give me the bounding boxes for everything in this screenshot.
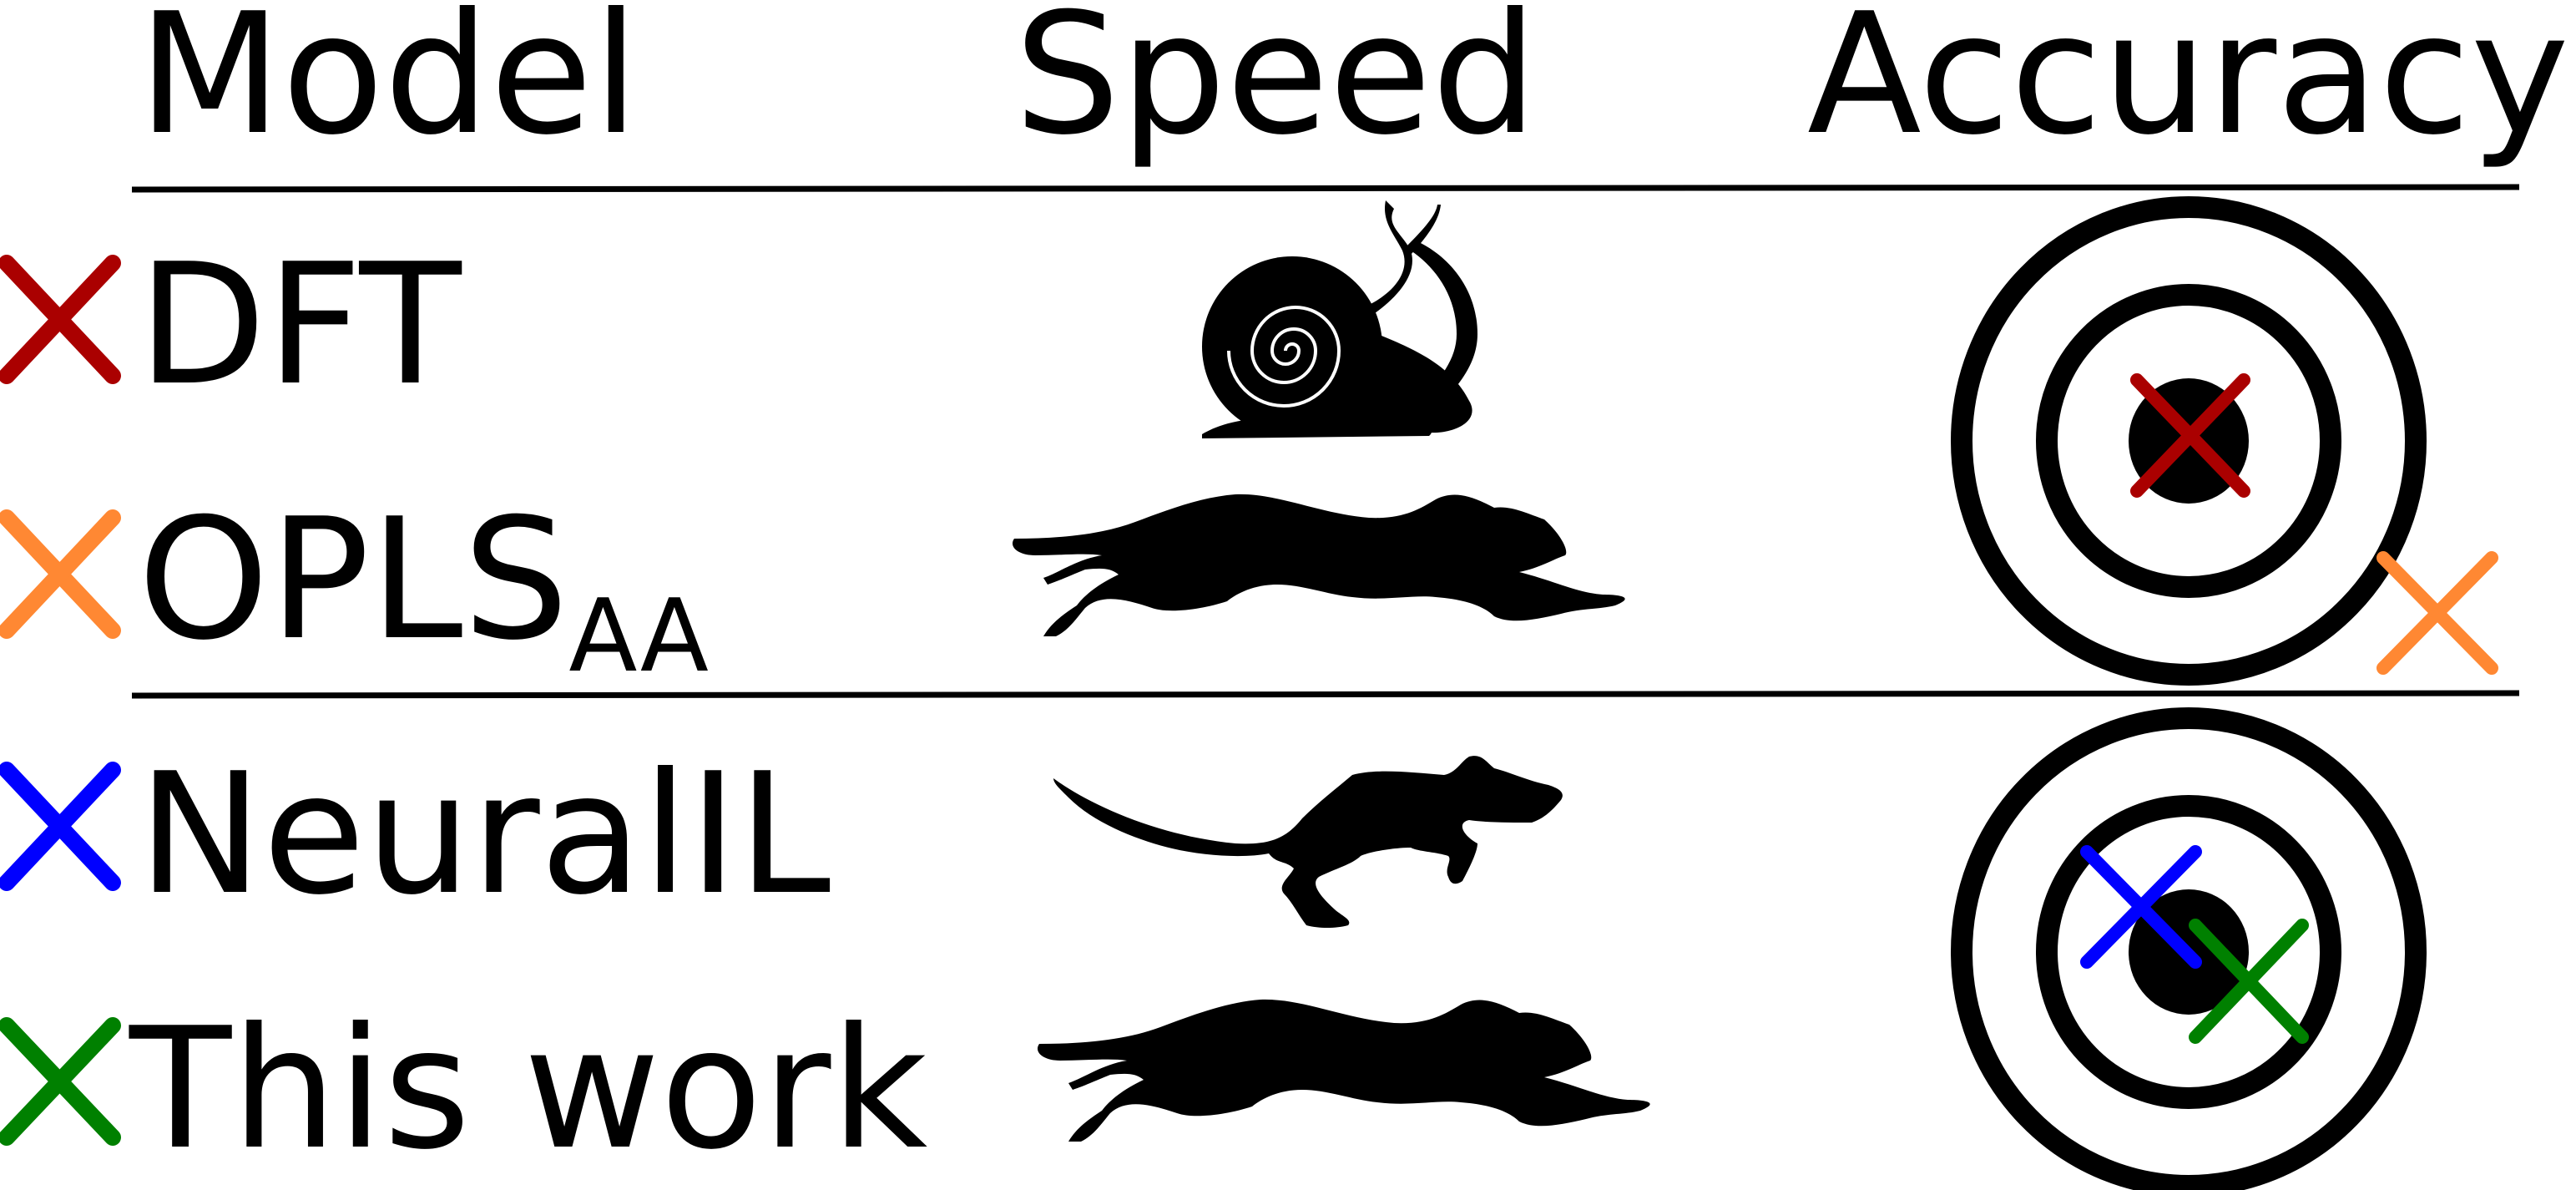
header-accuracy: Accuracy [1807,0,2570,172]
target-bottom-marker-this-work [2189,919,2309,1044]
rat-icon [1053,756,1563,928]
row-label-dft: DFT [138,228,462,423]
cross-marker-opls [0,509,121,639]
target-top-marker-opls [2376,551,2498,675]
cross-marker-dft [0,255,121,384]
cross-marker-this-work [0,1017,121,1146]
snail-icon [1202,200,1477,438]
cheetah-icon-opls [1012,494,1625,636]
opls-subscript: AA [568,579,709,695]
row-label-this-work: This work [129,992,928,1187]
target-bottom-marker-neuralil [2080,845,2202,969]
cross-marker-neuralil [0,762,121,891]
target-top-marker-dft [2130,373,2250,498]
header-speed: Speed [1014,0,1538,172]
row-label-opls: OPLSAA [138,483,709,695]
row-label-neuralil: NeuralIL [138,737,831,932]
header-model: Model [138,0,639,172]
cheetah-icon-this-work [1037,999,1650,1142]
